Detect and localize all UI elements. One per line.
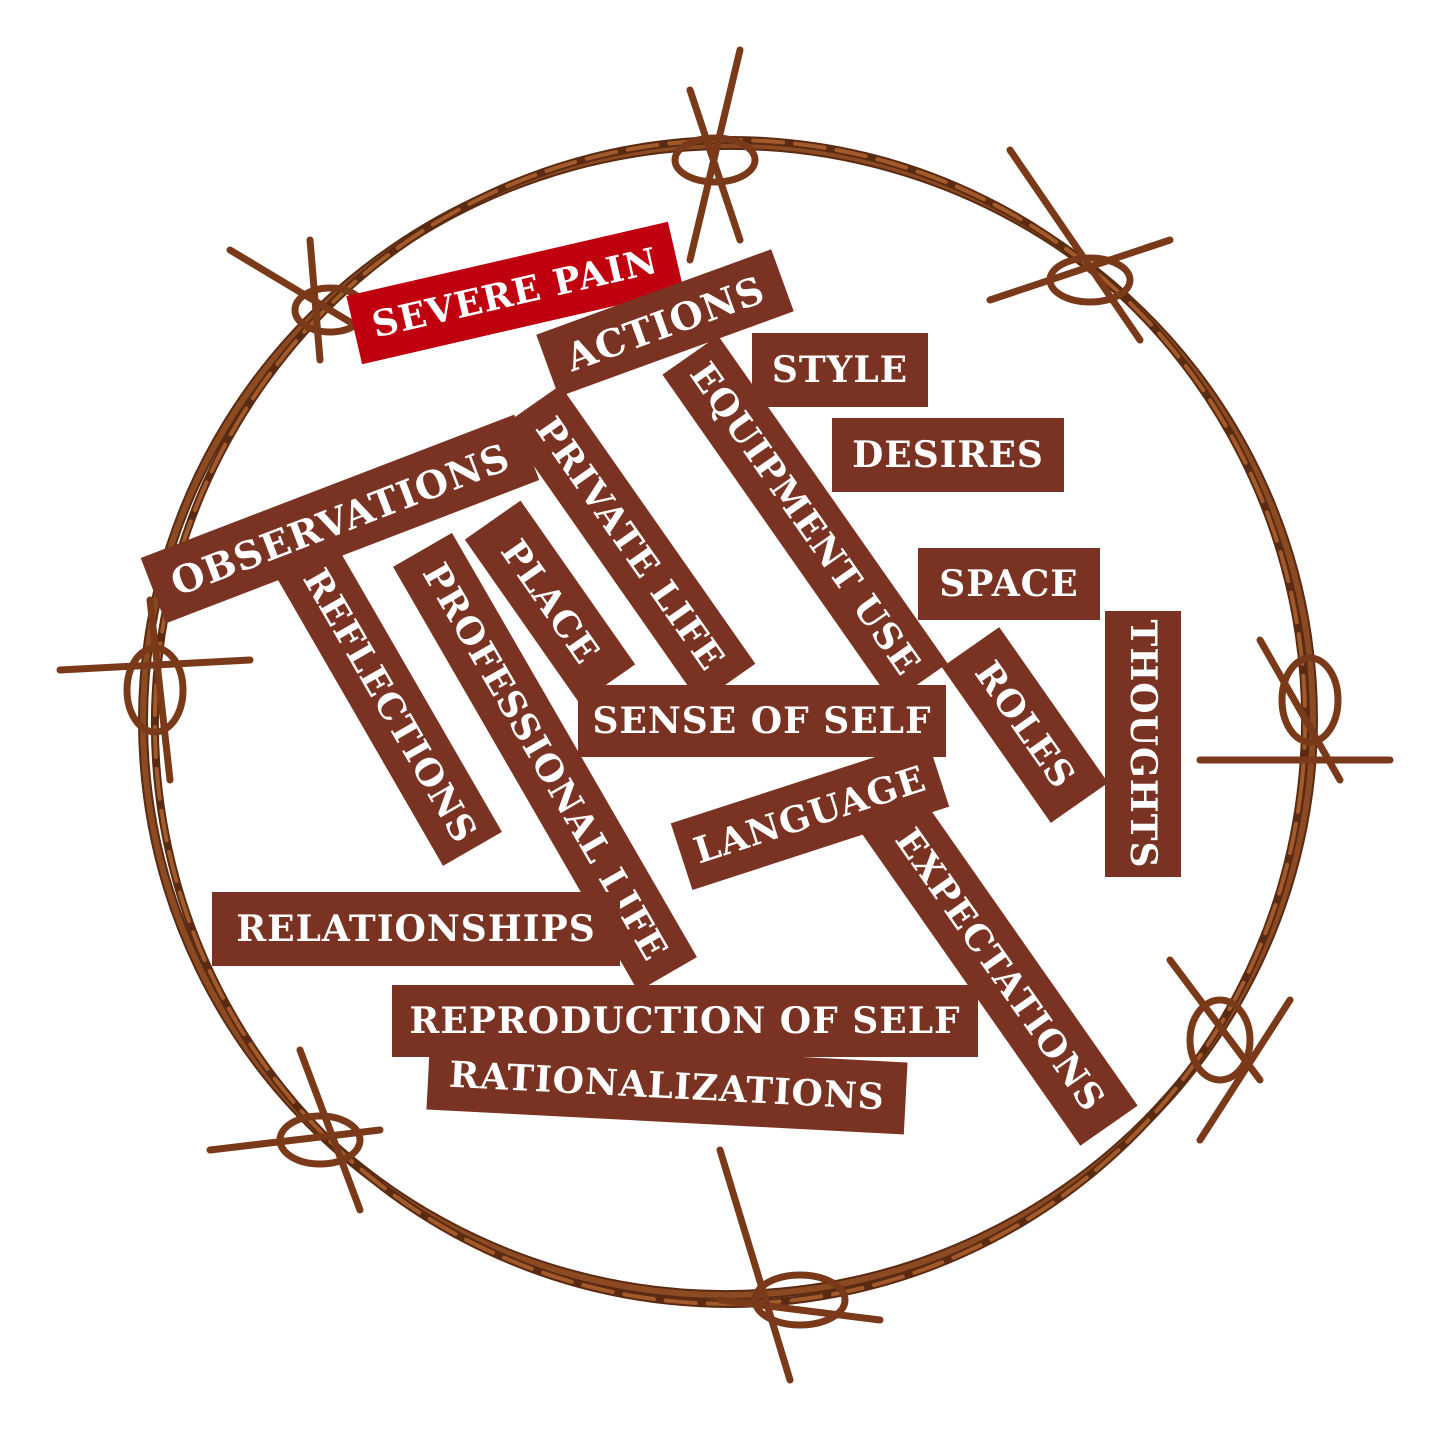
label-reproduction-of-self-text: REPRODUCTION OF SELF [409,1000,960,1042]
label-style-text: STYLE [772,349,908,391]
label-space: SPACE [918,548,1100,620]
label-thoughts: THOUGHTS [1105,611,1181,877]
label-space-text: SPACE [939,563,1078,605]
label-style: STYLE [752,333,928,407]
label-desires-text: DESIRES [852,434,1044,476]
label-sense-of-self-text: SENSE OF SELF [592,700,931,742]
label-relationships: RELATIONSHIPS [212,892,620,966]
label-thoughts-text: THOUGHTS [1122,619,1164,868]
label-sense-of-self: SENSE OF SELF [578,685,946,757]
label-desires: DESIRES [832,418,1064,492]
label-relationships-text: RELATIONSHIPS [236,908,595,950]
label-rationalizations-text: RATIONALIZATIONS [448,1054,886,1119]
